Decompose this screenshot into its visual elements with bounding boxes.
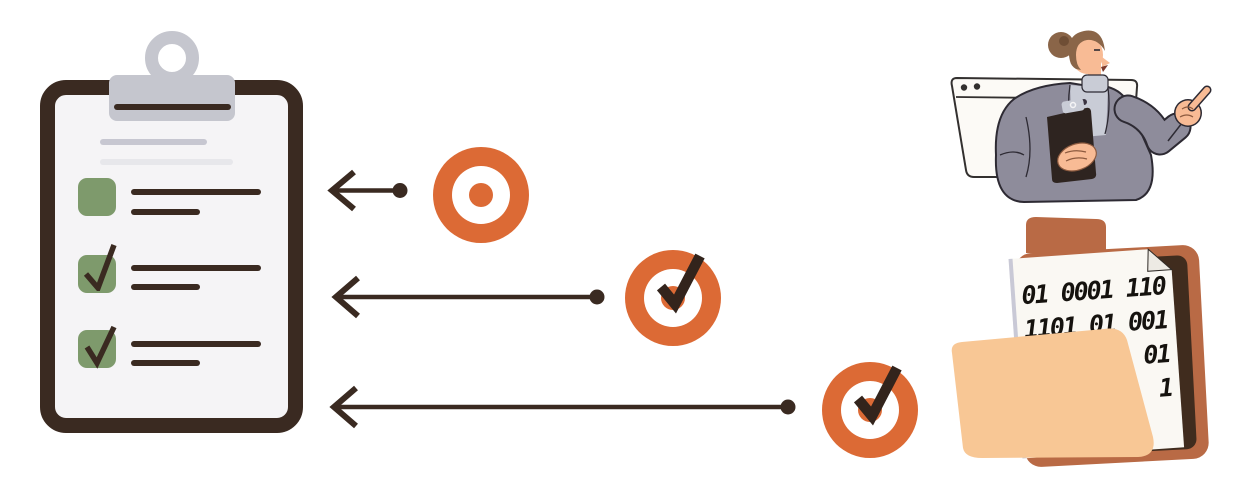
document-fold-icon xyxy=(1147,248,1173,272)
window-dot-icon xyxy=(960,84,968,91)
window-dot-icon xyxy=(973,83,981,90)
header-rule-1 xyxy=(100,139,207,145)
check-icon-3 xyxy=(84,325,117,369)
lapel-line xyxy=(1104,87,1110,135)
header-rule-2 xyxy=(100,159,233,165)
sleeve-crease xyxy=(999,151,1025,156)
item-2-line-long xyxy=(131,265,261,271)
item-2-line-short xyxy=(131,284,200,290)
bullseye-icon-2 xyxy=(625,250,721,346)
badge-check-icon xyxy=(656,253,705,314)
held-clipboard-clip xyxy=(1061,98,1085,114)
arrow-left-icon-3 xyxy=(329,385,796,429)
arrow-left-icon-1 xyxy=(327,169,408,212)
bullseye-dot xyxy=(469,183,493,207)
hand-finger-lines xyxy=(1064,150,1088,162)
clipboard-clip xyxy=(109,75,235,121)
folder-illustration: 01 0001 110 1101 01 001 01 1 xyxy=(951,217,1209,467)
bullseye-icon-1 xyxy=(433,147,529,243)
fist-knuckle-lines xyxy=(1179,106,1194,118)
sleeve-cuff-line xyxy=(1167,122,1183,142)
check-icon-2 xyxy=(83,244,117,291)
presenter-mouth xyxy=(1101,65,1108,72)
hair-bun-swirl xyxy=(1059,36,1069,46)
item-1-line-short xyxy=(131,209,200,215)
sleeve-crease xyxy=(1025,116,1031,178)
presenter-face xyxy=(1071,36,1103,74)
pointing-arm-sleeve xyxy=(1115,96,1190,154)
badge-check-icon xyxy=(853,365,902,426)
held-clipboard-ring xyxy=(1069,101,1077,109)
item-3-line-long xyxy=(131,341,261,347)
clipboard-clip-line xyxy=(114,104,231,110)
folder-tab xyxy=(1026,217,1106,255)
arrow-left-icon-2 xyxy=(331,275,605,319)
bullseye-icon-3 xyxy=(822,362,918,458)
binary-line: 1 xyxy=(1158,373,1173,403)
binary-line: 01 xyxy=(1142,339,1170,370)
item-3-line-short xyxy=(131,360,200,366)
clipboard-illustration xyxy=(0,0,330,460)
presenter-illustration xyxy=(950,30,1212,203)
presenter-nose xyxy=(1102,57,1110,67)
clipboard-board xyxy=(40,80,303,433)
presenter-hand xyxy=(1057,142,1097,172)
item-1-line-long xyxy=(131,189,261,195)
turtleneck-collar xyxy=(1081,74,1109,93)
pointing-finger-icon xyxy=(1189,87,1210,110)
presenter-hair xyxy=(1068,30,1105,70)
folder-front xyxy=(951,328,1154,458)
checkbox-icon-1 xyxy=(78,178,116,216)
